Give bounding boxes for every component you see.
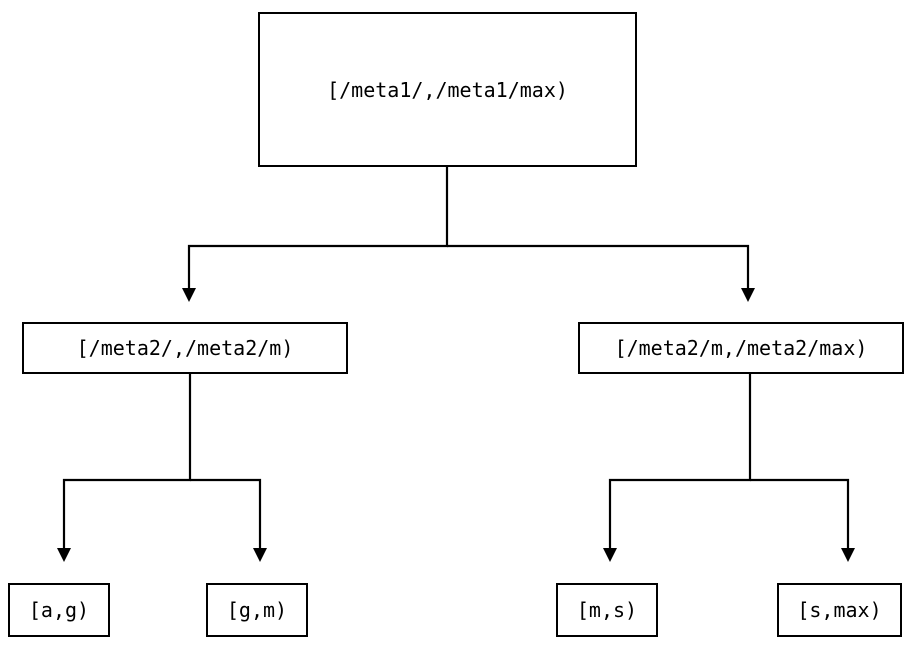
edge-mid-right-to-leaf-ms [603, 374, 752, 562]
tree-node-leaf-ms-label: [m,s) [576, 598, 638, 622]
arrowhead-icon [603, 548, 617, 562]
edge-mid-left-to-leaf-gm [190, 478, 267, 562]
tree-node-leaf-gm[interactable]: [g,m) [206, 583, 308, 637]
tree-node-mid-left[interactable]: [/meta2/,/meta2/m) [22, 322, 348, 374]
arrowhead-icon [182, 288, 196, 302]
tree-node-leaf-ms[interactable]: [m,s) [556, 583, 658, 637]
edge-mid-left-to-leaf-ag [57, 374, 192, 562]
tree-node-mid-right[interactable]: [/meta2/m,/meta2/max) [578, 322, 904, 374]
arrowhead-icon [57, 548, 71, 562]
tree-node-leaf-smax[interactable]: [s,max) [777, 583, 902, 637]
arrowhead-icon [253, 548, 267, 562]
tree-node-mid-left-label: [/meta2/,/meta2/m) [76, 336, 294, 360]
tree-node-mid-right-label: [/meta2/m,/meta2/max) [614, 336, 868, 360]
edge-root-to-mid-left [182, 167, 449, 302]
edge-mid-right-to-leaf-smax [750, 478, 855, 562]
edge-root-to-mid-right [447, 244, 755, 302]
tree-node-leaf-smax-label: [s,max) [797, 598, 882, 622]
tree-node-leaf-ag[interactable]: [a,g) [8, 583, 110, 637]
tree-node-leaf-ag-label: [a,g) [28, 598, 90, 622]
tree-node-root[interactable]: [/meta1/,/meta1/max) [258, 12, 637, 167]
tree-node-root-label: [/meta1/,/meta1/max) [327, 77, 568, 102]
arrowhead-icon [841, 548, 855, 562]
arrowhead-icon [741, 288, 755, 302]
tree-node-leaf-gm-label: [g,m) [226, 598, 288, 622]
